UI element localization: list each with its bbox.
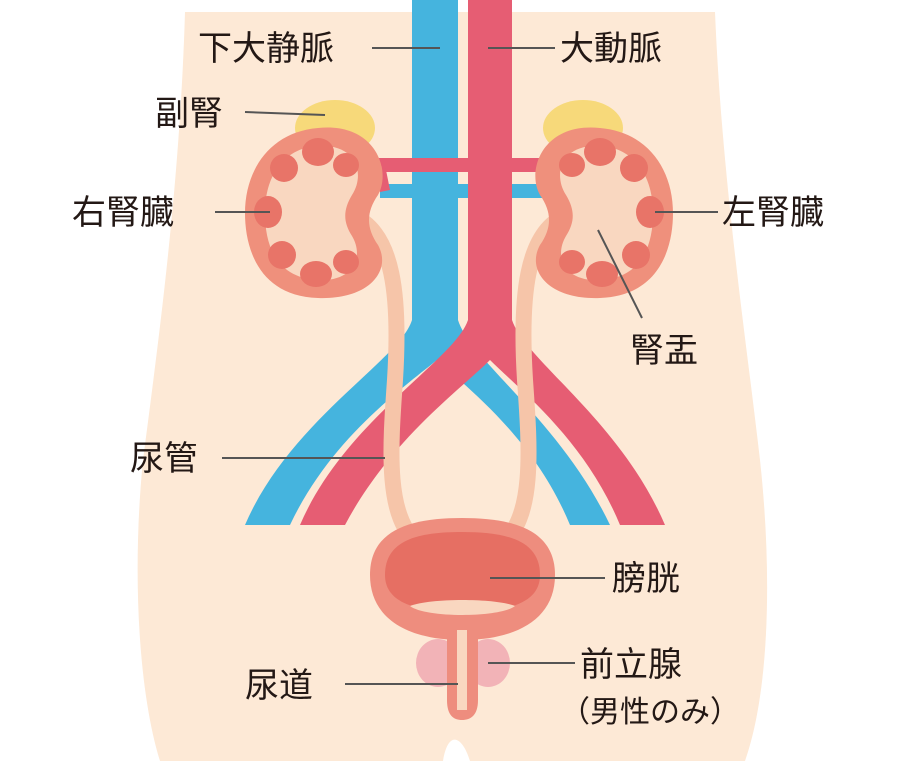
left-kidney-part xyxy=(559,250,585,274)
right-kidney-part xyxy=(333,250,359,274)
left-kidney-part xyxy=(559,153,585,177)
leader-renal-pelvis xyxy=(597,229,643,319)
right-kidney-part xyxy=(333,153,359,177)
label-aorta: 大動脈 xyxy=(560,29,662,69)
aorta xyxy=(300,0,665,525)
bladder-part xyxy=(410,600,515,615)
left-kidney-part xyxy=(586,261,618,287)
left-kidney-part xyxy=(620,154,648,182)
left-kidney-part xyxy=(584,138,616,166)
left-kidney-part xyxy=(622,241,650,269)
left-kidney xyxy=(535,127,673,299)
left-renal-artery xyxy=(370,158,470,172)
left-ureter xyxy=(492,207,576,553)
right-kidney xyxy=(245,127,383,299)
right-kidney-part xyxy=(300,261,332,287)
bladder-part xyxy=(385,532,540,612)
urethra-lumen xyxy=(457,630,467,710)
right-ureter xyxy=(342,207,428,553)
inferior-vena-cava xyxy=(245,0,610,525)
label-ivc: 下大静脈 xyxy=(198,29,334,69)
right-kidney-part xyxy=(268,241,296,269)
right-kidney-part xyxy=(270,154,298,182)
right-kidney-part xyxy=(302,138,334,166)
label-prostate: 前立腺 xyxy=(580,645,682,685)
label-prostate-note: （男性のみ） xyxy=(560,695,740,730)
bladder xyxy=(370,518,555,640)
left-kidney-part xyxy=(636,196,664,228)
label-adrenal: 副腎 xyxy=(155,94,223,134)
label-left-kidney: 左腎臓 xyxy=(722,193,824,233)
label-right-kidney: 右腎臓 xyxy=(72,193,174,233)
label-ureter: 尿管 xyxy=(130,439,198,479)
label-urethra: 尿道 xyxy=(245,666,313,706)
label-renal-pelvis: 腎盂 xyxy=(630,331,698,371)
label-bladder: 膀胱 xyxy=(612,559,680,599)
leader-adrenal xyxy=(244,111,326,116)
